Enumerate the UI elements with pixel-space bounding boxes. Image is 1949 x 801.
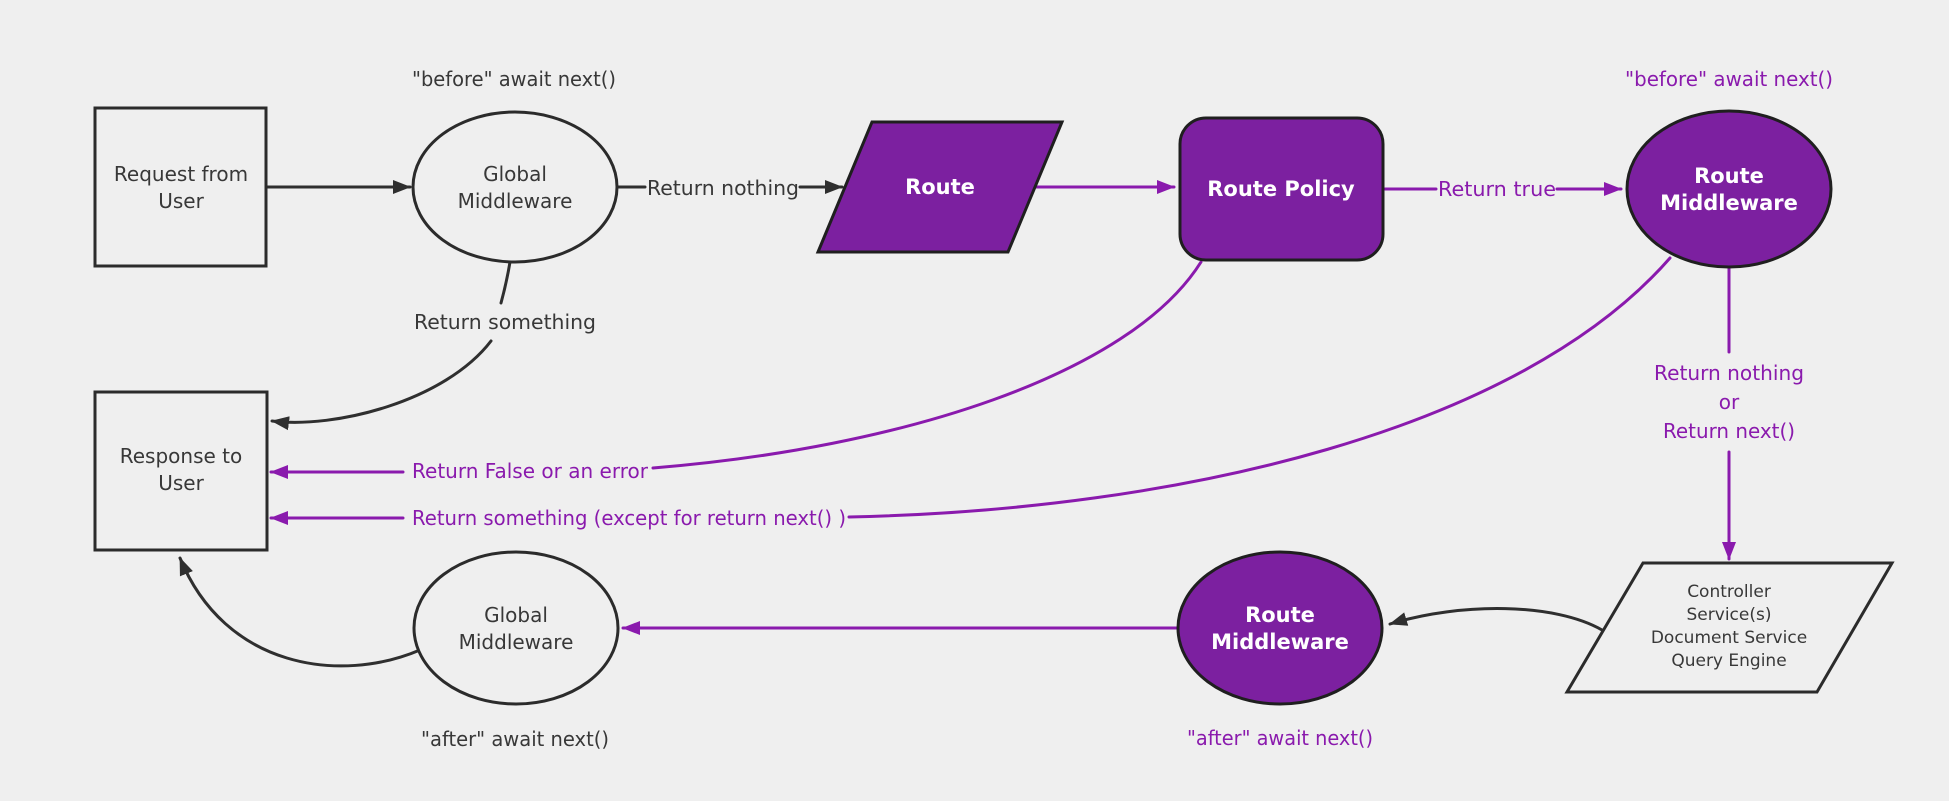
response-to-user-box: [93, 390, 269, 552]
response-to-user-label-line1: Response to: [120, 444, 243, 468]
label-return-something: Return something: [414, 310, 596, 334]
route-middleware-bottom-label-line2: Middleware: [1211, 630, 1349, 654]
route-middleware-bottom-ellipse: [1176, 550, 1384, 706]
label-return-branch-line3: Return next(): [1663, 419, 1795, 443]
label-return-branch-line2: or: [1719, 390, 1740, 414]
edge-global-return-something-segment-2: [270, 339, 493, 431]
label-return-something-except: Return something (except for return next…: [412, 506, 846, 530]
request-from-user-label-line1: Request from: [114, 162, 248, 186]
route-middleware-top-label-line1: Route: [1694, 164, 1764, 188]
global-middleware-bottom-label-line1: Global: [484, 603, 548, 627]
controller-label-line3: Document Service: [1651, 628, 1807, 648]
edge-policy-return-false-curve: [651, 260, 1203, 470]
global-middleware-top-ellipse: [411, 110, 619, 264]
controller-label-line1: Controller: [1687, 582, 1771, 602]
route-parallelogram: [815, 120, 1065, 254]
edge-labels: "before" await next() Return nothing Ret…: [412, 67, 1833, 751]
controller-services-parallelogram: [1564, 561, 1895, 694]
label-after-await-next-global: "after" await next(): [421, 727, 609, 751]
edges-purple: [269, 180, 1736, 635]
request-from-user-label-line2: User: [158, 189, 204, 213]
label-return-false-or-error: Return False or an error: [412, 459, 649, 483]
route-label: Route: [905, 175, 975, 199]
edge-global-return-something-segment-1: [499, 260, 512, 305]
label-after-await-next-route: "after" await next(): [1187, 726, 1373, 750]
nodes: Request from User Global Middleware Rout…: [93, 106, 1895, 706]
route-middleware-bottom-label-line1: Route: [1245, 603, 1315, 627]
route-policy-box: [1178, 116, 1385, 262]
label-return-true: Return true: [1438, 177, 1556, 201]
edge-global-after-to-response: [178, 556, 422, 668]
controller-label-line2: Service(s): [1687, 605, 1772, 625]
response-to-user-label-line2: User: [158, 471, 204, 495]
global-middleware-bottom-ellipse: [412, 550, 620, 706]
route-middleware-top-ellipse: [1625, 109, 1833, 269]
label-return-branch-line1: Return nothing: [1654, 361, 1804, 385]
label-return-nothing: Return nothing: [647, 176, 799, 200]
label-before-await-next-route: "before" await next(): [1625, 67, 1833, 91]
controller-label-line4: Query Engine: [1671, 651, 1786, 671]
edges-black: [178, 180, 1604, 668]
route-middleware-top-label-line2: Middleware: [1660, 191, 1798, 215]
label-before-await-next-global: "before" await next(): [412, 67, 616, 91]
global-middleware-bottom-label-line2: Middleware: [459, 630, 574, 654]
global-middleware-top-label-line2: Middleware: [458, 189, 573, 213]
edge-routemw-return-something-curve: [847, 256, 1672, 519]
edge-controller-to-route-middleware-after: [1388, 607, 1604, 632]
route-policy-label: Route Policy: [1207, 177, 1355, 201]
request-from-user-box: [93, 106, 268, 268]
global-middleware-top-label-line1: Global: [483, 162, 547, 186]
